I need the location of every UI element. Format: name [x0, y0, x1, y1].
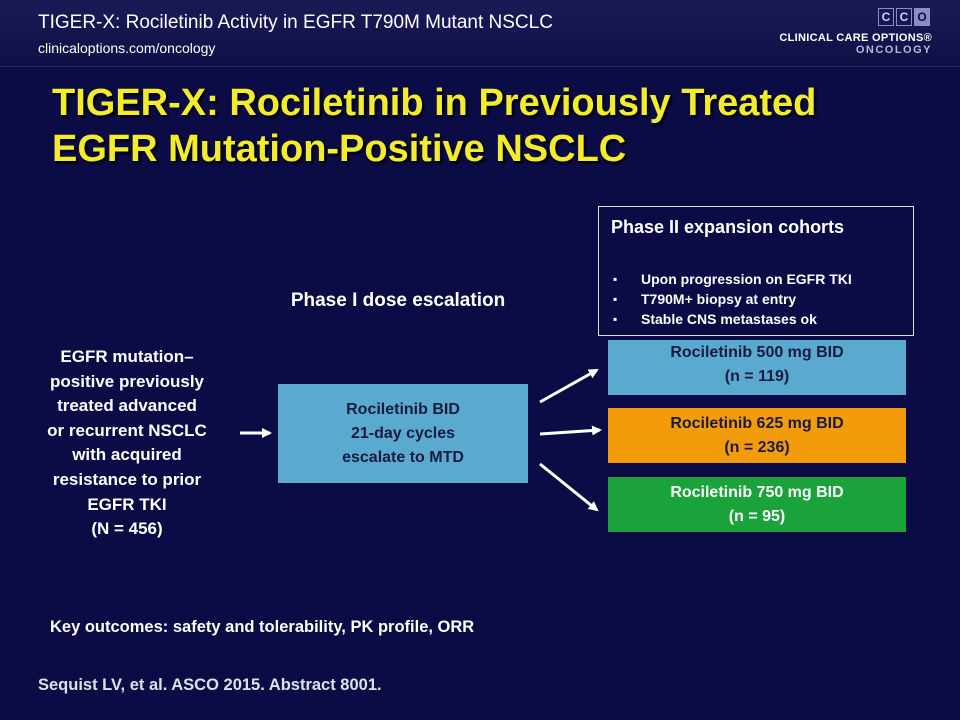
- arrow-to-625mg: [539, 425, 602, 436]
- criteria-item: ▪ Stable CNS metastases ok: [611, 311, 906, 328]
- population-line: positive previously: [50, 371, 204, 391]
- population-description: EGFR mutation– positive previously treat…: [22, 345, 232, 542]
- population-line: resistance to prior: [52, 469, 202, 489]
- cohort-625mg-box: Rociletinib 625 mg BID (n = 236): [608, 408, 906, 463]
- logo-line1: CLINICAL CARE OPTIONS®: [779, 32, 932, 44]
- cohort-500mg-box: Rociletinib 500 mg BID (n = 119): [608, 340, 906, 395]
- phase1-box-line: 21-day cycles: [350, 424, 456, 442]
- square-bullet-icon: ▪: [613, 292, 618, 306]
- population-line: treated advanced: [57, 396, 197, 416]
- cohort-label: Rociletinib 500 mg BID: [670, 343, 844, 361]
- logo-line2: ONCOLOGY: [855, 44, 932, 56]
- cco-logo-mark: C C O: [878, 8, 930, 26]
- criteria-item: ▪ Upon progression on EGFR TKI: [611, 271, 906, 288]
- population-line: EGFR TKI: [87, 494, 167, 514]
- cohort-n: (n = 236): [724, 438, 790, 456]
- logo-letter-o: O: [914, 8, 930, 26]
- population-line: or recurrent NSCLC: [47, 420, 207, 440]
- logo-letter-c1: C: [878, 8, 894, 26]
- criteria-text: T790M+ biopsy at entry: [641, 291, 797, 307]
- arrow-to-750mg: [539, 462, 599, 512]
- square-bullet-icon: ▪: [613, 312, 618, 326]
- criteria-text: Stable CNS metastases ok: [641, 311, 817, 327]
- cohort-n: (n = 95): [728, 507, 786, 525]
- cohort-label: Rociletinib 625 mg BID: [670, 414, 844, 432]
- phase2-criteria-list: ▪ Upon progression on EGFR TKI ▪ T790M+ bi…: [611, 271, 906, 331]
- key-outcomes: Key outcomes: safety and tolerability, P…: [50, 618, 475, 636]
- criteria-text: Upon progression on EGFR TKI: [641, 271, 852, 287]
- population-line: with acquired: [72, 445, 182, 465]
- phase1-box-line: escalate to MTD: [342, 448, 464, 466]
- phase1-box-line: Rociletinib BID: [346, 400, 460, 418]
- phase1-label: Phase I dose escalation: [290, 290, 506, 311]
- citation: Sequist LV, et al. ASCO 2015. Abstract 8…: [38, 676, 382, 694]
- phase2-title: Phase II expansion cohorts: [611, 217, 845, 237]
- cco-logo-text: CLINICAL CARE OPTIONS® ONCOLOGY: [779, 32, 932, 56]
- cohort-750mg-box: Rociletinib 750 mg BID (n = 95): [608, 477, 906, 532]
- population-line: (N = 456): [91, 519, 163, 539]
- criteria-item: ▪ T790M+ biopsy at entry: [611, 291, 906, 308]
- arrow-to-500mg: [539, 368, 599, 404]
- logo-letter-c2: C: [896, 8, 912, 26]
- phase1-box: Rociletinib BID 21-day cycles escalate t…: [278, 384, 528, 483]
- square-bullet-icon: ▪: [613, 272, 618, 286]
- header-url: clinicaloptions.com/oncology: [38, 40, 216, 56]
- cohort-n: (n = 119): [724, 367, 790, 385]
- population-line: EGFR mutation–: [60, 347, 194, 366]
- header-title: TIGER-X: Rociletinib Activity in EGFR T7…: [38, 12, 553, 33]
- cohort-label: Rociletinib 750 mg BID: [670, 483, 844, 501]
- slide-title: TIGER-X: Rociletinib in Previously Treat…: [52, 82, 817, 170]
- header-band: TIGER-X: Rociletinib Activity in EGFR T7…: [0, 0, 960, 67]
- phase2-criteria-box: Phase II expansion cohorts ▪ Upon progres…: [598, 206, 914, 336]
